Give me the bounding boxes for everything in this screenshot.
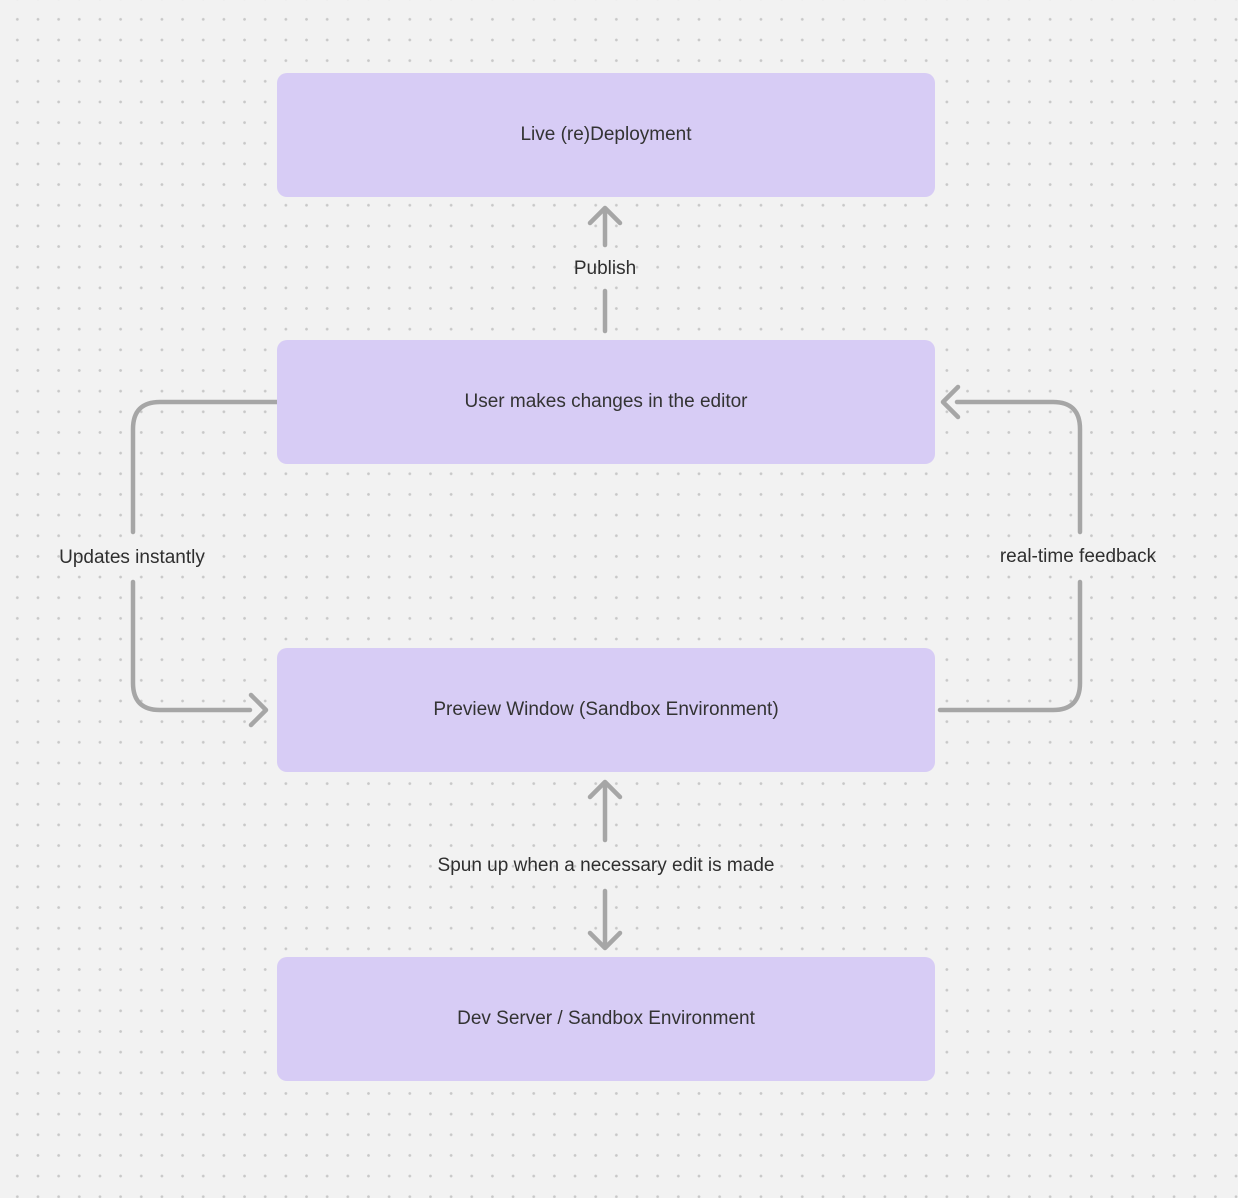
node-preview-window[interactable]: Preview Window (Sandbox Environment) <box>277 648 935 772</box>
edge-label-spun-up: Spun up when a necessary edit is made <box>437 855 775 876</box>
node-dev-server[interactable]: Dev Server / Sandbox Environment <box>277 957 935 1081</box>
node-label: User makes changes in the editor <box>464 391 748 413</box>
node-editor[interactable]: User makes changes in the editor <box>277 340 935 464</box>
node-label: Live (re)Deployment <box>520 124 692 146</box>
arrow-up-icon <box>587 779 623 800</box>
edge-label-publish: Publish <box>573 258 637 279</box>
arrow-up-icon <box>587 205 623 226</box>
arrow-left-icon <box>940 384 961 420</box>
realtime-feedback-connector-top <box>954 399 1083 535</box>
arrow-right-icon <box>248 692 269 728</box>
updates-instantly-connector-top <box>130 399 280 535</box>
node-label: Preview Window (Sandbox Environment) <box>433 699 779 721</box>
updates-instantly-connector-bottom <box>130 579 253 713</box>
edge-label-updates-instantly: Updates instantly <box>59 547 205 568</box>
node-live-deployment[interactable]: Live (re)Deployment <box>277 73 935 197</box>
node-label: Dev Server / Sandbox Environment <box>457 1008 755 1030</box>
edge-label-real-time-feedback: real-time feedback <box>999 546 1157 567</box>
arrow-down-icon <box>587 930 623 951</box>
realtime-feedback-connector-bottom <box>937 579 1083 713</box>
